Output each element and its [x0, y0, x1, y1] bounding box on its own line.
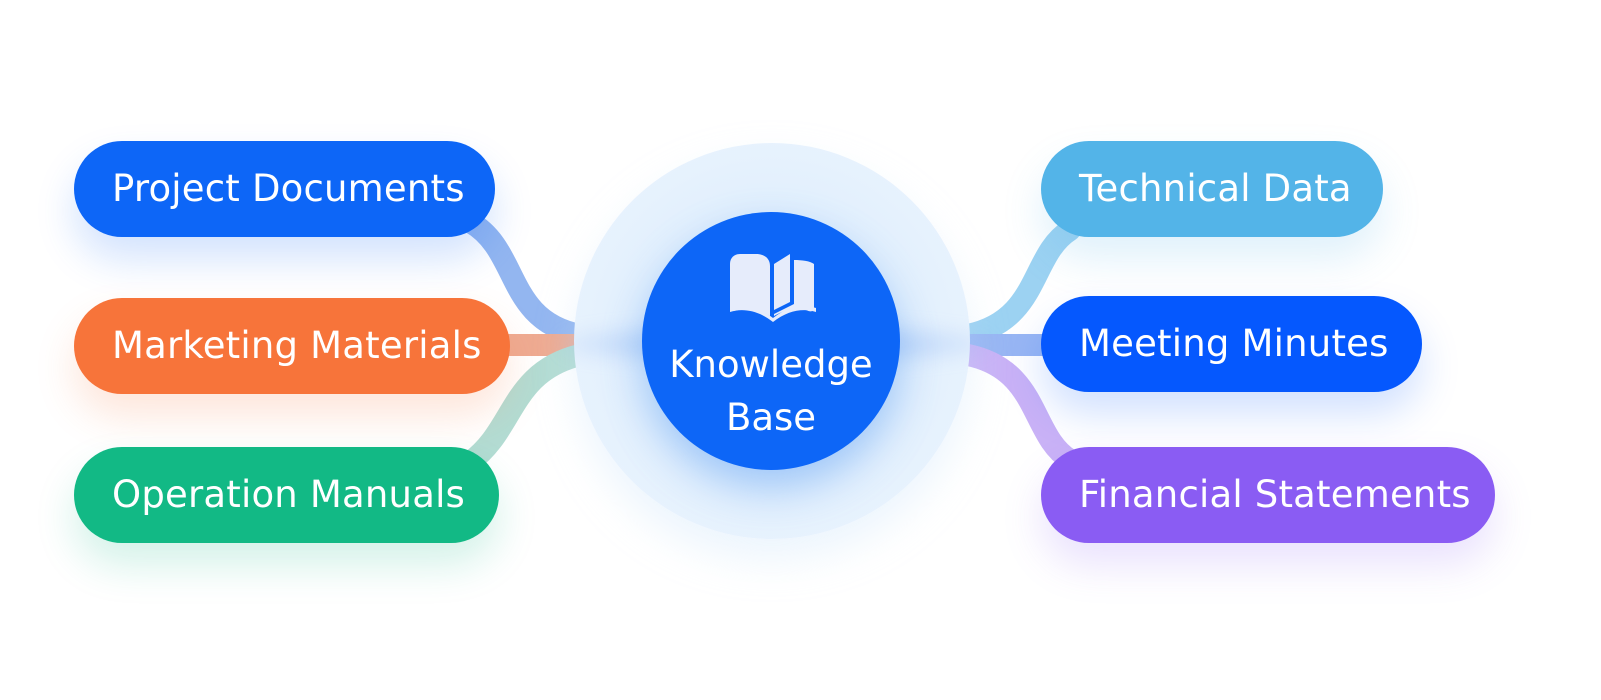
open-book-icon — [730, 254, 816, 322]
hub-label-line1: Knowledge — [669, 343, 873, 386]
node-technical-data[interactable]: Technical Data — [1041, 141, 1383, 237]
connector-financial-statements — [957, 344, 1081, 471]
hub-label-line2: Base — [725, 396, 817, 439]
node-label: Marketing Materials — [112, 324, 482, 367]
node-label: Technical Data — [1079, 167, 1352, 210]
node-operation-manuals[interactable]: Operation Manuals — [74, 447, 499, 543]
connector-project-documents — [459, 211, 591, 346]
node-label: Financial Statements — [1079, 473, 1471, 516]
node-project-documents[interactable]: Project Documents — [74, 141, 495, 237]
node-label: Meeting Minutes — [1079, 322, 1389, 365]
node-financial-statements[interactable]: Financial Statements — [1041, 447, 1495, 543]
connector-technical-data — [957, 219, 1081, 346]
knowledge-base-hub[interactable]: Knowledge Base — [642, 212, 900, 470]
node-marketing-materials[interactable]: Marketing Materials — [74, 298, 510, 394]
node-label: Operation Manuals — [112, 473, 466, 516]
connector-operation-manuals — [459, 344, 591, 473]
node-meeting-minutes[interactable]: Meeting Minutes — [1041, 296, 1422, 392]
node-label: Project Documents — [112, 167, 465, 210]
